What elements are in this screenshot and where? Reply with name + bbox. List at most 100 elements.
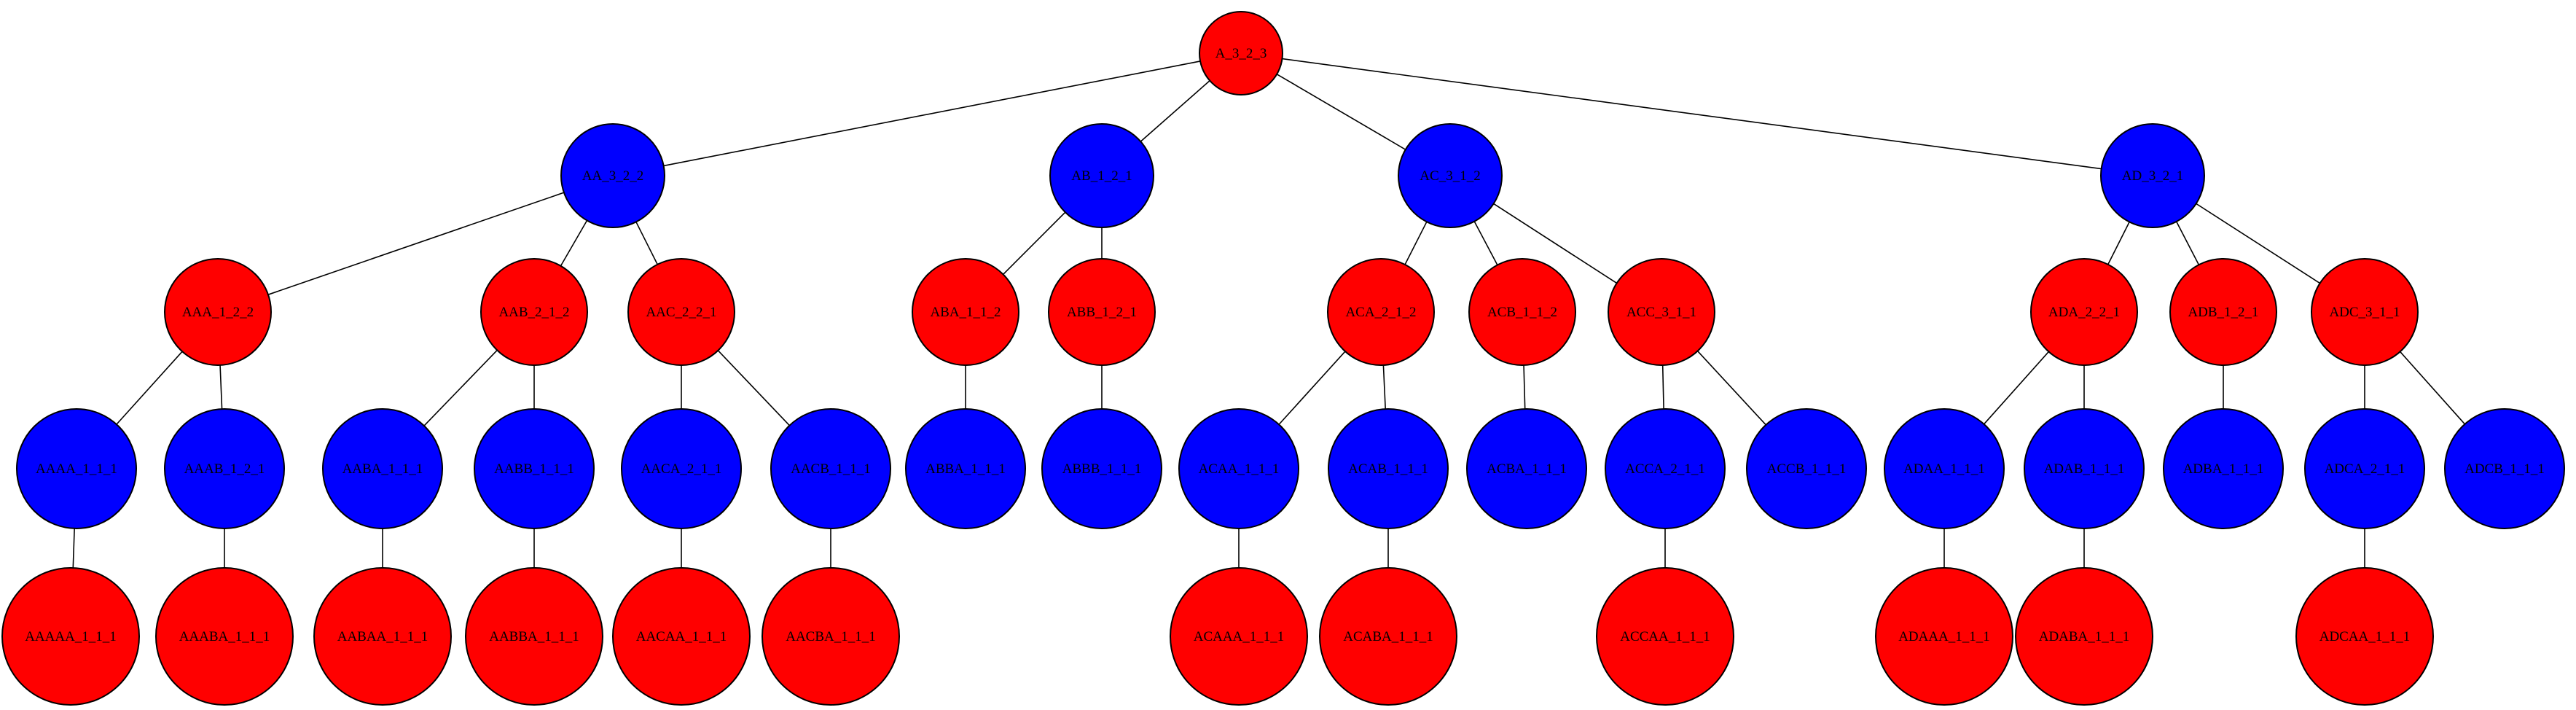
node-circle [2163,408,2284,529]
node-circle [1327,258,1435,366]
node-label: AABAA_1_1_1 [337,629,428,644]
node-circle [1884,408,2005,529]
node-label: A_3_2_3 [1215,46,1267,61]
tree-node-abb: ABB_1_2_1 [1048,258,1156,366]
node-label: ACCA_2_1_1 [1625,461,1705,477]
node-circle [2295,567,2434,706]
edge-adc-adcb [2400,351,2465,425]
tree-node-aab: AAB_2_1_2 [480,258,588,366]
node-circle [1605,408,1726,529]
node-circle [1398,123,1503,228]
node-circle [1,567,140,706]
node-label: AABB_1_1_1 [494,461,574,477]
node-circle [621,408,742,529]
tree-node-aaaaa: AAAAA_1_1_1 [1,567,140,706]
node-circle [1746,408,1867,529]
node-circle [1199,11,1283,95]
tree-node-ab: AB_1_2_1 [1049,123,1154,228]
tree-node-aaaa: AAAA_1_1_1 [16,408,137,529]
node-circle [1178,408,1299,529]
node-label: ACAA_1_1_1 [1199,461,1280,477]
edge-ac-acb [1473,221,1498,265]
node-circle [1466,408,1587,529]
node-circle [465,567,603,706]
node-label: ACAB_1_1_1 [1348,461,1428,477]
tree-node-aca: ACA_2_1_2 [1327,258,1435,366]
node-label: ACBA_1_1_1 [1487,461,1567,477]
node-circle [1468,258,1576,366]
edge-ada-adaa [1984,351,2049,425]
node-label: ACA_2_1_2 [1345,305,1416,320]
tree-node-acab: ACAB_1_1_1 [1328,408,1449,529]
node-label: AACBA_1_1_1 [786,629,876,644]
node-label: AACA_2_1_1 [641,461,722,477]
edge-ad-adb [2175,221,2200,265]
node-circle [560,123,665,228]
node-label: ADAAA_1_1_1 [1898,629,1990,644]
node-circle [2444,408,2565,529]
edge-aaaa-aaaaa [72,528,75,569]
node-circle [1608,258,1715,366]
edge-ad-ada [2107,222,2130,265]
node-circle [2100,123,2205,228]
tree-node-aaab: AAAB_1_2_1 [164,408,285,529]
edge-a-ab [1140,80,1210,142]
node-circle [612,567,751,706]
node-label: AAAB_1_2_1 [184,461,265,477]
node-circle [155,567,294,706]
node-label: ADC_3_1_1 [2329,305,2400,320]
node-circle [627,258,735,366]
edge-acb-acba [1523,364,1526,410]
node-circle [1041,408,1162,529]
node-label: ACAAA_1_1_1 [1194,629,1285,644]
edge-aa-aac [635,222,658,265]
tree-node-adaaa: ADAAA_1_1_1 [1875,567,2013,706]
node-label: ABB_1_2_1 [1067,305,1137,320]
node-circle [16,408,137,529]
tree-node-aac: AAC_2_2_1 [627,258,735,366]
node-label: ADABA_1_1_1 [2039,629,2130,644]
node-label: AAABA_1_1_1 [179,629,270,644]
edge-aca-acaa [1278,351,1346,425]
node-label: AD_3_2_1 [2122,168,2183,184]
node-circle [2304,408,2425,529]
tree-node-adca: ADCA_2_1_1 [2304,408,2425,529]
tree-node-adcaa: ADCAA_1_1_1 [2295,567,2434,706]
node-circle [1319,567,1457,706]
tree-node-aabba: AABBA_1_1_1 [465,567,603,706]
node-label: ADB_1_2_1 [2188,305,2258,320]
node-label: ABA_1_1_2 [930,305,1001,320]
edge-a-ac [1276,74,1406,150]
node-circle [2169,258,2277,366]
node-circle [912,258,1019,366]
tree-node-aba: ABA_1_1_2 [912,258,1019,366]
edge-a-ad [1282,58,2102,170]
tree-node-adab: ADAB_1_1_1 [2024,408,2145,529]
node-label: AABBA_1_1_1 [489,629,579,644]
node-label: AC_3_1_2 [1420,168,1480,184]
node-label: ACCB_1_1_1 [1767,461,1847,477]
node-label: ADAB_1_1_1 [2044,461,2125,477]
node-label: AAA_1_2_2 [182,305,254,320]
node-circle [1049,123,1154,228]
node-label: ACB_1_1_2 [1487,305,1557,320]
node-circle [1170,567,1308,706]
node-circle [2024,408,2145,529]
tree-node-abba: ABBA_1_1_1 [905,408,1026,529]
tree-node-aacba: AACBA_1_1_1 [762,567,900,706]
node-label: ADCB_1_1_1 [2465,461,2545,477]
tree-node-adaba: ADABA_1_1_1 [2015,567,2153,706]
edge-ac-acc [1493,203,1618,284]
edge-aab-aaba [423,349,498,426]
node-label: ADAA_1_1_1 [1903,461,1985,477]
edge-aa-aab [560,220,588,267]
tree-node-a: A_3_2_3 [1199,11,1283,95]
tree-node-acb: ACB_1_1_2 [1468,258,1576,366]
node-circle [762,567,900,706]
node-label: AAB_2_1_2 [498,305,569,320]
edge-aca-acab [1382,364,1386,410]
tree-node-ac: AC_3_1_2 [1398,123,1503,228]
node-label: ADCA_2_1_1 [2325,461,2405,477]
